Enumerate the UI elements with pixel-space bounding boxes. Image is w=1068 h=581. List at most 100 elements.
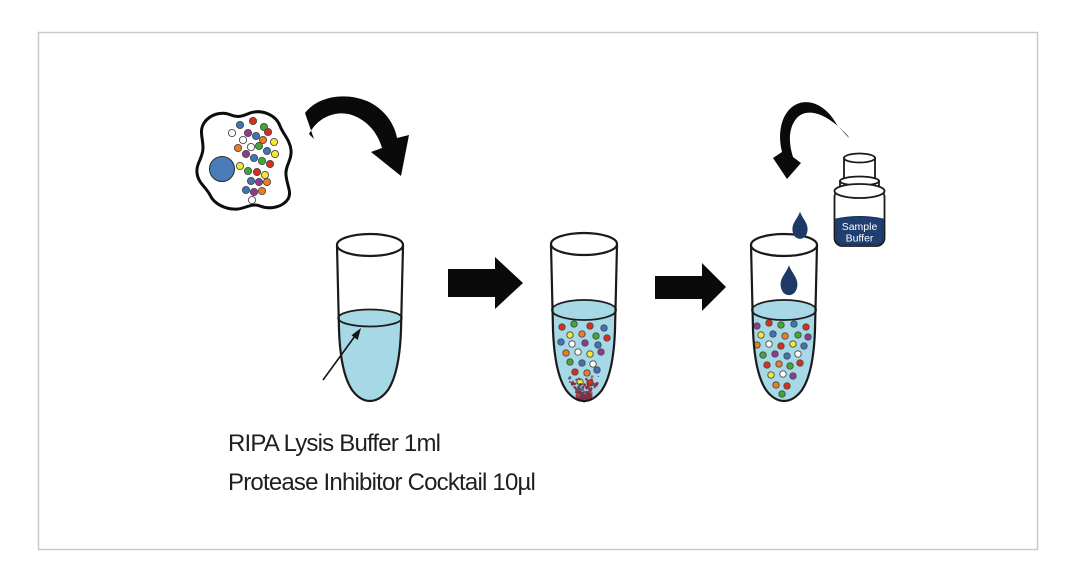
sample-buffer-bottle: Sample Buffer (833, 152, 886, 247)
protein-dot (593, 366, 601, 374)
pellet-speckle (590, 384, 592, 386)
protein-dot (262, 146, 272, 156)
protein-dot (243, 128, 253, 138)
pellet-speckle (571, 381, 575, 386)
protein-dot (578, 330, 586, 338)
protein-dot (796, 359, 804, 367)
protein-dot (270, 149, 280, 159)
cell-membrane (195, 110, 293, 211)
protein-dot (247, 195, 257, 205)
protein-dot (243, 166, 253, 176)
protein-dot (233, 143, 243, 153)
step-arrow-1 (448, 257, 523, 309)
protein-dot (566, 331, 574, 339)
protein-dot (775, 360, 783, 368)
pellet-speckle (579, 396, 582, 398)
protein-dot (263, 127, 273, 137)
protein-dot (260, 170, 270, 180)
pellet-speckle (580, 393, 583, 396)
protein-dot (777, 342, 785, 350)
pellet-speckle (575, 378, 578, 382)
tube-lysate-outline (549, 243, 619, 403)
protein-dot (583, 369, 591, 377)
protein-dot (600, 324, 608, 332)
pellet-speckle (578, 390, 581, 393)
pellet-speckle (577, 377, 580, 380)
protein-dot (771, 350, 779, 358)
tube-lysis-liquid (338, 318, 402, 401)
protein-dot (235, 161, 245, 171)
protein-dot (789, 340, 797, 348)
protein-dot (769, 330, 777, 338)
bottle-liquid-band (835, 216, 884, 245)
pellet-speckle (575, 390, 578, 394)
pellet-speckle (574, 387, 577, 389)
protein-dot (570, 320, 578, 328)
tube-sample-protein-dots (753, 319, 812, 398)
protein-dot (783, 382, 791, 390)
protein-dot (574, 348, 582, 356)
protein-dot (800, 342, 808, 350)
tube-sample (749, 211, 819, 403)
pellet-speckle (579, 383, 582, 386)
protein-dot (252, 167, 262, 177)
tube-lysis-rim (335, 232, 405, 258)
sample-buffer-drop-upper (792, 211, 808, 239)
pellet-speckle (586, 380, 589, 383)
protein-dot (778, 390, 786, 398)
protein-dot (794, 350, 802, 358)
transfer-arrow-cell-to-tube (305, 96, 409, 176)
protein-dot (566, 358, 574, 366)
protein-dot (265, 159, 275, 169)
pellet-speckle (576, 388, 580, 391)
bottle-label-line1: Sample (842, 221, 878, 233)
protein-dot (804, 333, 812, 341)
pellet-speckle (585, 385, 589, 389)
protein-dot (238, 135, 248, 145)
protein-dot (257, 186, 267, 196)
protein-dot (248, 116, 258, 126)
protein-dot (558, 323, 566, 331)
tube-lysate-protein-dots (557, 320, 611, 387)
protein-dot (603, 334, 611, 342)
protein-dot (254, 141, 264, 151)
pellet-speckle (597, 375, 599, 378)
reagent-label-line1: RIPA Lysis Buffer 1ml (228, 430, 440, 457)
tube-lysate-liquid-surface (551, 299, 617, 321)
protein-dot (594, 341, 602, 349)
tube-lysis-buffer (335, 232, 405, 403)
cell (195, 110, 293, 211)
protein-dot (772, 381, 780, 389)
protein-dot (581, 339, 589, 347)
protein-dot (781, 332, 789, 340)
lysis-buffer-pointer-arrow (322, 328, 361, 381)
protein-dot (790, 320, 798, 328)
transfer-arrow-bottle-to-tube (773, 102, 849, 179)
protein-dot (765, 319, 773, 327)
protein-dot (759, 351, 767, 359)
cell-protein-dots (227, 116, 280, 205)
bottle-shoulder (833, 183, 886, 199)
pellet-speckle (589, 389, 592, 392)
pellet-speckle (577, 382, 579, 384)
protein-dot (765, 340, 773, 348)
protein-dot (562, 349, 570, 357)
pellet-speckle (582, 397, 585, 400)
protein-dot (571, 368, 579, 376)
sample-buffer-drop-lower (780, 265, 798, 296)
pellet-speckle (590, 376, 592, 378)
protein-dot (586, 322, 594, 330)
diagram-frame (37, 31, 1039, 551)
protein-dot (783, 352, 791, 360)
step-arrow-2 (655, 263, 726, 311)
tube-sample-outline (749, 243, 819, 403)
pellet-speckle (569, 381, 571, 383)
pellet-speckle (584, 396, 586, 398)
protein-dot (779, 370, 787, 378)
protein-dot (557, 338, 565, 346)
protein-dot (246, 176, 256, 186)
pellet-speckle (577, 393, 581, 397)
protein-dot (235, 120, 245, 130)
protein-dot (802, 323, 810, 331)
tube-lysis-outline (335, 244, 405, 403)
